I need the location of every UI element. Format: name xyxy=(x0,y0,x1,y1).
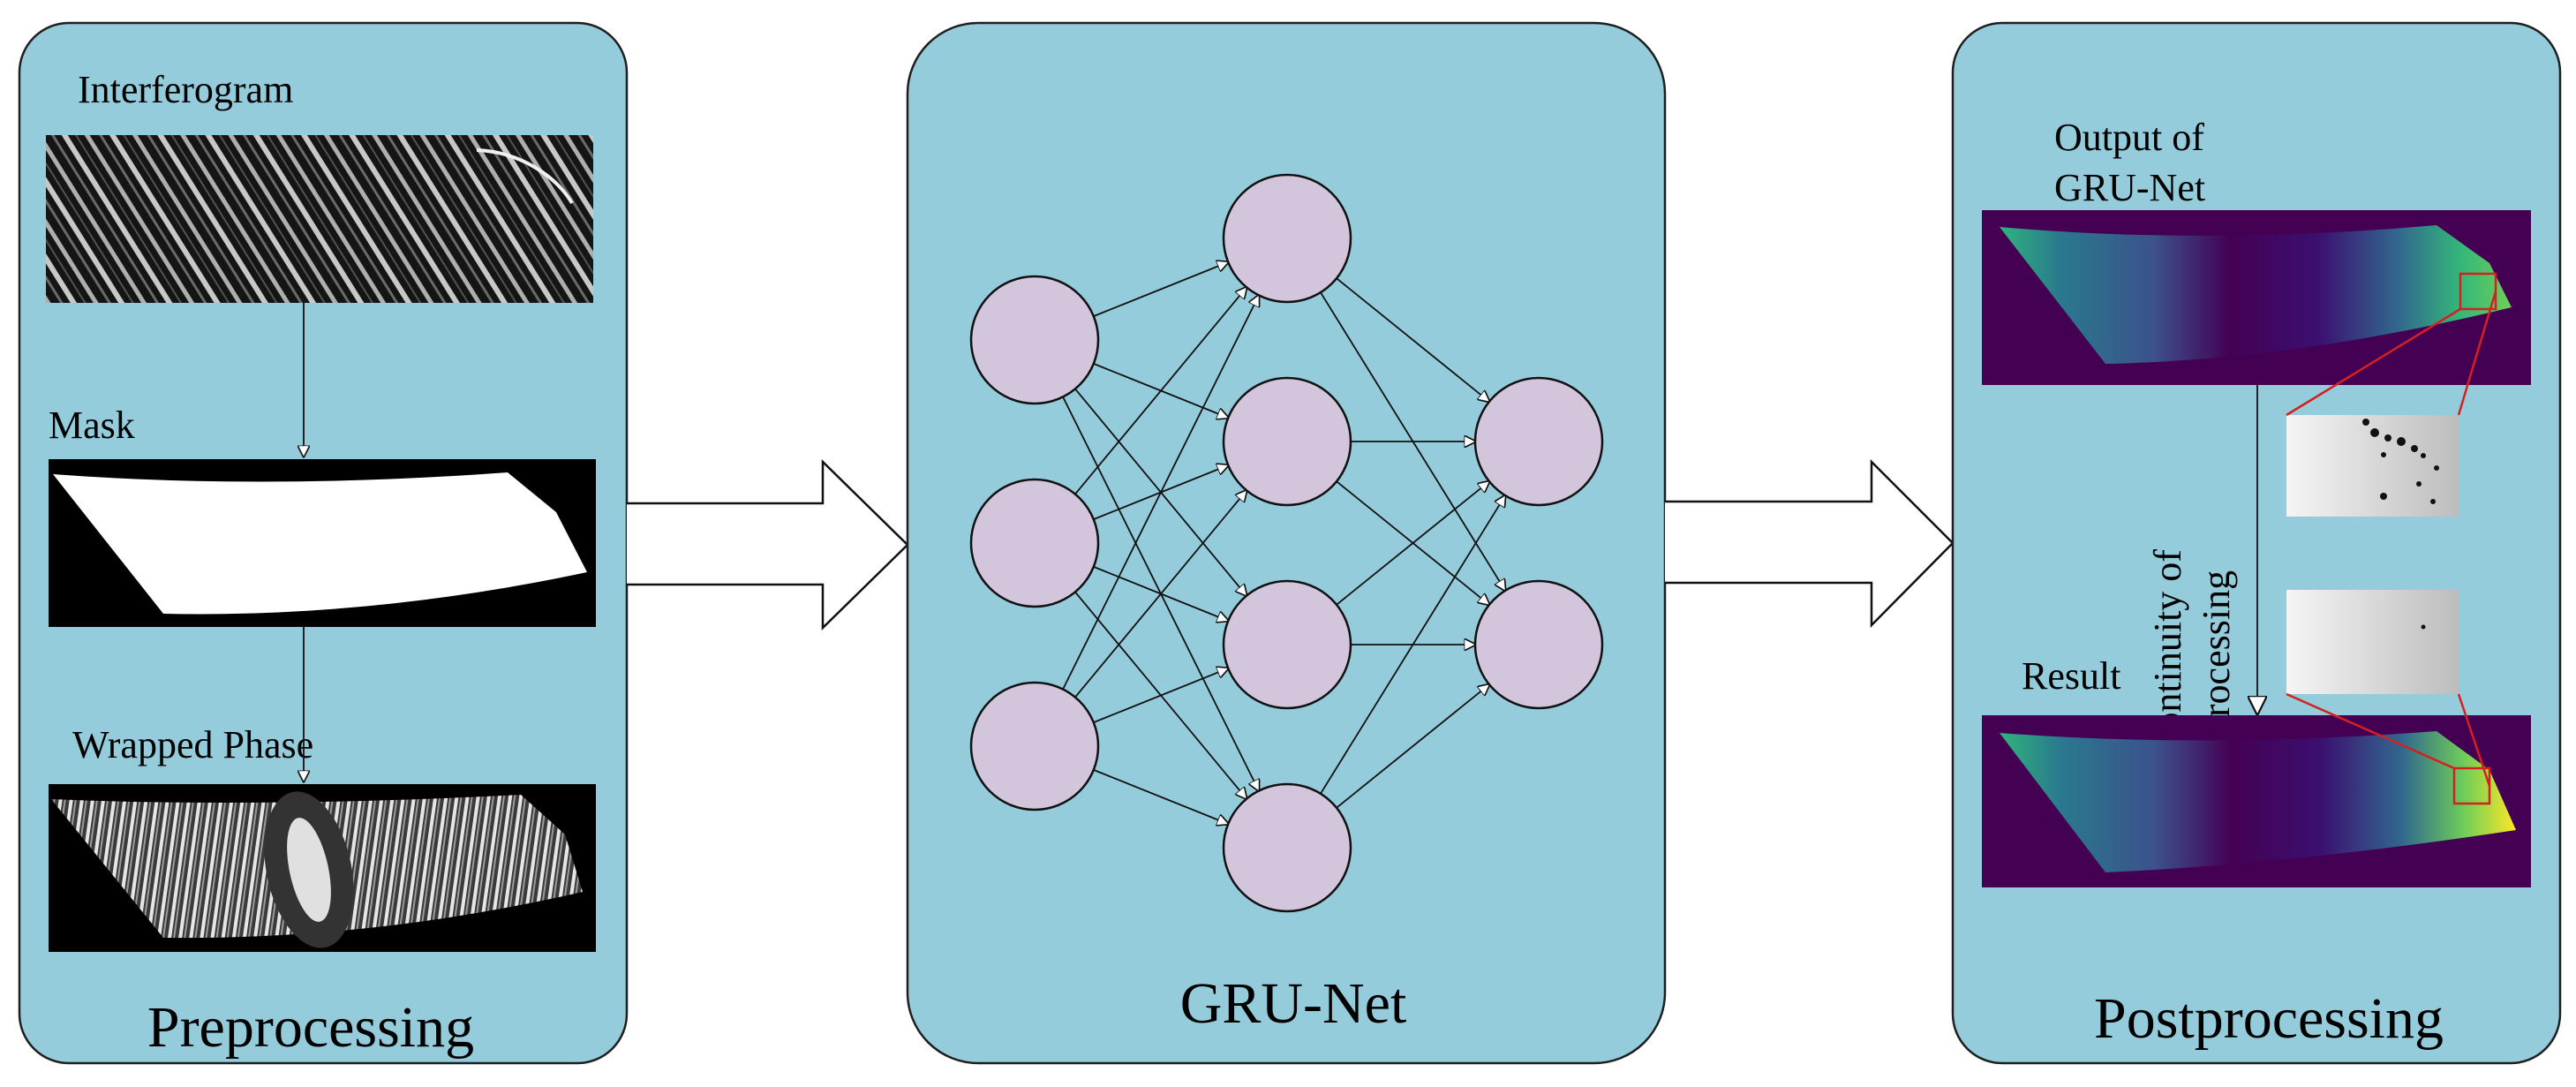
result-phase-map xyxy=(1982,715,2531,887)
network-edge-1-3-1 xyxy=(1336,684,1489,809)
postprocessing-title: Postprocessing xyxy=(2094,986,2444,1051)
wrapped-phase-label: Wrapped Phase xyxy=(72,723,313,766)
network-edge-1-0-0 xyxy=(1336,277,1489,402)
result-label: Result xyxy=(2022,654,2120,698)
mask-label: Mask xyxy=(49,404,135,447)
network-node-0-1 xyxy=(969,478,1100,608)
network-edge-1-3-0 xyxy=(1320,495,1505,795)
network-edge-1-2-0 xyxy=(1336,481,1489,606)
result-zoom-line-1 xyxy=(2457,693,2491,787)
network-edge-0-0-0 xyxy=(1093,262,1228,317)
network-edge-0-1-0 xyxy=(1074,287,1247,495)
output-zoom-line-1 xyxy=(2457,291,2497,416)
network-edge-0-2-0 xyxy=(1062,295,1259,690)
network-panel: GRU-Net xyxy=(906,21,1667,1065)
continuity-label-line2: processing xyxy=(2195,570,2238,736)
interferogram-label: Interferogram xyxy=(78,68,293,111)
network-node-1-3 xyxy=(1222,782,1352,913)
network-node-0-0 xyxy=(969,275,1100,405)
postprocessing-panel: Output of GRU-Net Continuity xyxy=(1951,21,2562,1065)
network-edge-0-2-3 xyxy=(1093,769,1228,824)
interferogram-image xyxy=(46,135,593,303)
output-phase-map xyxy=(1982,210,2531,385)
mask-image xyxy=(49,459,596,627)
network-node-2-1 xyxy=(1473,579,1604,710)
network-edge-0-2-2 xyxy=(1093,668,1228,723)
network-title: GRU-Net xyxy=(1180,971,1407,1036)
output-label-line1: Output of xyxy=(2054,116,2204,159)
network-edge-0-2-1 xyxy=(1074,490,1247,698)
wrapped-phase-image xyxy=(49,784,596,952)
result-zoom-line-2 xyxy=(2286,692,2455,770)
result-zoom-inset xyxy=(2286,590,2459,694)
network-node-1-0 xyxy=(1222,173,1352,304)
network-node-2-0 xyxy=(1473,376,1604,507)
output-label-line2: GRU-Net xyxy=(2054,166,2205,209)
preprocessing-title: Preprocessing xyxy=(147,995,474,1060)
network-edges xyxy=(1062,262,1505,824)
network-to-postprocessing-arrow xyxy=(1665,458,1955,629)
network-node-0-2 xyxy=(969,681,1100,811)
preprocessing-panel: Interferogram Mask Wrapped Phase Preproc… xyxy=(18,21,629,1065)
preprocessing-to-network-arrow xyxy=(627,459,909,630)
output-zoom-line-2 xyxy=(2286,307,2461,417)
network-nodes xyxy=(969,173,1604,913)
output-zoom-inset xyxy=(2286,415,2459,517)
network-node-1-2 xyxy=(1222,579,1352,710)
network-node-1-1 xyxy=(1222,376,1352,507)
